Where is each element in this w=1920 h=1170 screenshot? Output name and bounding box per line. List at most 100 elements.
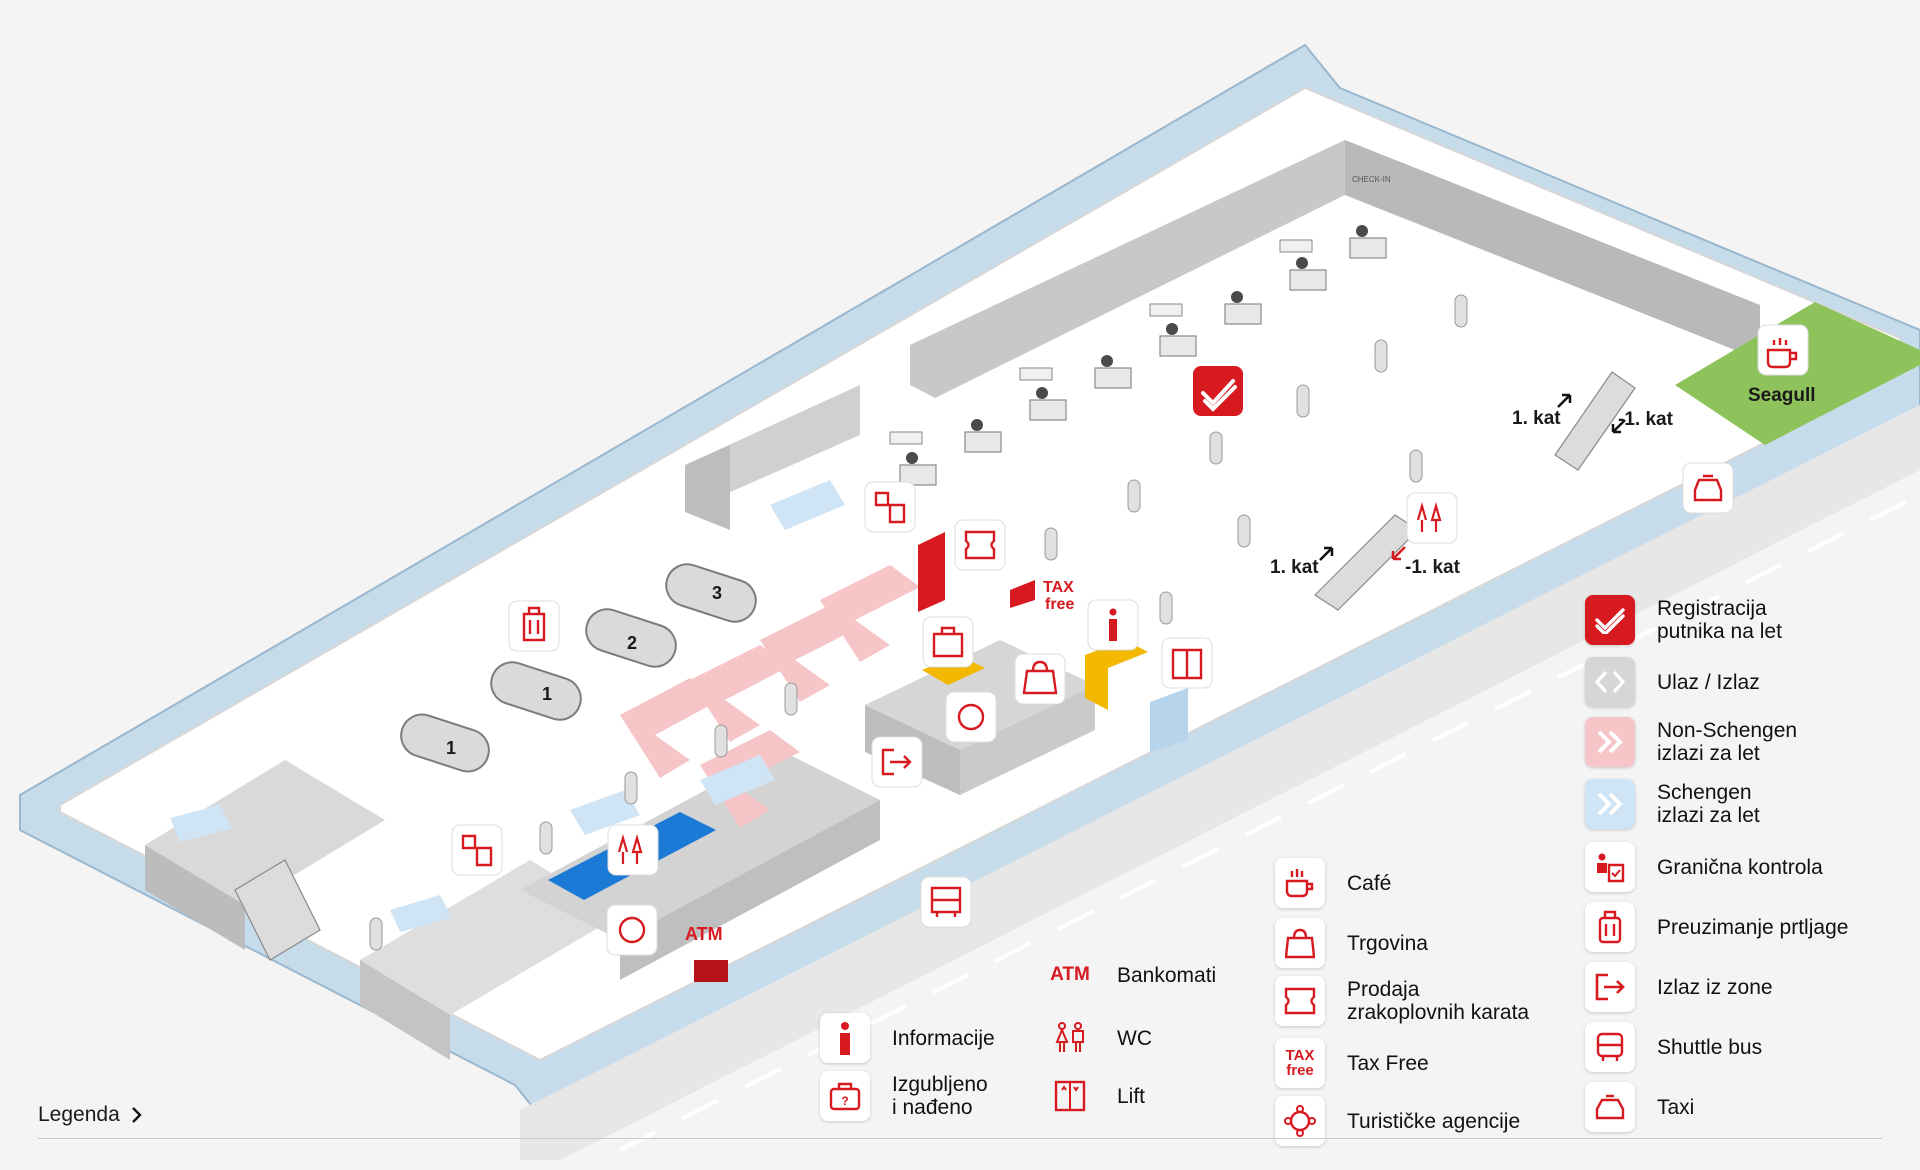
desk-6 xyxy=(1224,303,1262,325)
ns-chevron-3 xyxy=(760,605,860,702)
belt-2-shape xyxy=(585,608,677,668)
checkin-sign-1 xyxy=(889,431,923,445)
pillar-9 xyxy=(1159,591,1173,625)
poi-taxi-east[interactable] xyxy=(1682,462,1734,514)
shuttle-icon xyxy=(930,886,962,917)
arrow-up-a xyxy=(1557,393,1572,408)
poi-tourist-south[interactable] xyxy=(606,904,658,956)
taxfree-red xyxy=(1010,580,1035,608)
left-block-face xyxy=(685,445,730,530)
poi-lost-found[interactable] xyxy=(922,616,974,668)
legend-zone-exit: Izlaz iz zone xyxy=(1585,959,1773,1015)
ticket-icon xyxy=(964,530,996,560)
legend: Informacije ? Izgubljeno i nađeno ATM Ba… xyxy=(820,825,1900,1146)
pillar-5 xyxy=(1127,479,1141,513)
desk-7 xyxy=(1289,269,1327,291)
center-block-side xyxy=(960,685,1095,795)
poi-border-south[interactable] xyxy=(451,824,503,876)
escalator-east xyxy=(234,371,1636,961)
legend-schengen: Schengen izlazi za let xyxy=(1585,776,1760,832)
legend-baggage-claim: Preuzimanje prtljage xyxy=(1585,899,1848,955)
west-wing-face xyxy=(145,845,245,950)
legend-entry-exit-label: Ulaz / Izlaz xyxy=(1657,670,1760,694)
poi-taxfree[interactable]: TAX free xyxy=(1043,579,1074,613)
border-control-icon xyxy=(874,491,906,524)
legend-shuttle: Shuttle bus xyxy=(1585,1019,1762,1075)
poi-atm[interactable]: ATM xyxy=(685,924,728,982)
belt-2-label: 2 xyxy=(627,633,637,653)
poi-cafe[interactable] xyxy=(1757,324,1809,376)
baggage-claim-icon xyxy=(1585,902,1635,952)
ticket-icon xyxy=(1275,976,1325,1026)
footer-divider xyxy=(38,1138,1882,1139)
poi-wc-south[interactable] xyxy=(607,824,659,876)
s-chevron-5 xyxy=(770,480,845,530)
ns-chevron-2 xyxy=(690,645,790,742)
taxfree-icon-line1: TAX xyxy=(1285,1047,1315,1064)
s-chevron-2 xyxy=(390,895,452,932)
arrow-down-a xyxy=(1611,419,1626,434)
legend-taxfree-label: Tax Free xyxy=(1347,1051,1429,1075)
poi-tourist-center[interactable] xyxy=(945,691,997,743)
poi-lift[interactable] xyxy=(1161,637,1213,689)
poi-shuttle[interactable] xyxy=(920,876,972,928)
tourist-icon xyxy=(957,703,985,731)
agent-6 xyxy=(1231,291,1243,303)
info-icon-bar xyxy=(1109,619,1117,641)
legend-non-schengen-label: Non-Schengen izlazi za let xyxy=(1657,719,1798,765)
checkin-sign-text: CHECK-IN xyxy=(1352,175,1391,184)
mid-block-top xyxy=(520,750,880,940)
legend-zone-exit-label: Izlaz iz zone xyxy=(1657,975,1773,999)
border-control-icon xyxy=(1585,842,1635,892)
pillar-2 xyxy=(1374,339,1388,373)
poi-shuttle-tile xyxy=(920,876,972,928)
agent-4 xyxy=(1101,355,1113,367)
legend-info-label: Informacije xyxy=(892,1026,995,1050)
poi-shop[interactable] xyxy=(1014,653,1066,705)
poi-zone-exit[interactable] xyxy=(871,736,923,788)
s-chevron-4 xyxy=(700,755,775,805)
floor-up-label-east: 1. kat xyxy=(1512,408,1561,429)
poi-tickets[interactable] xyxy=(954,519,1006,571)
pillar-12 xyxy=(624,771,638,805)
ns-chevron-1 xyxy=(620,678,720,778)
pillar-1 xyxy=(1454,294,1468,328)
legend-border-control: Granična kontrola xyxy=(1585,839,1823,895)
schengen-icon xyxy=(1585,779,1635,829)
atm-icon-text: ATM xyxy=(1050,964,1090,985)
legend-atm-label: Bankomati xyxy=(1117,963,1217,987)
legend-wc-label: WC xyxy=(1117,1026,1152,1050)
west-wing-top xyxy=(145,760,385,905)
info-icon xyxy=(820,1013,870,1063)
poi-wc-east[interactable] xyxy=(1406,492,1458,544)
legend-toggle-label: Legenda xyxy=(38,1103,120,1126)
poi-border-north[interactable] xyxy=(864,481,916,533)
desk-2 xyxy=(964,431,1002,453)
legend-cafe: Café xyxy=(1275,855,1391,911)
pillar-6 xyxy=(1044,527,1058,561)
agent-2 xyxy=(971,419,983,431)
poi-info[interactable] xyxy=(1087,599,1139,651)
wc-icon xyxy=(1045,1013,1095,1063)
legend-toggle[interactable]: Legenda xyxy=(38,1103,142,1127)
atm-machines xyxy=(694,960,728,982)
shop-icon xyxy=(1022,660,1058,695)
pillar-7 xyxy=(1409,449,1423,483)
south-block-face xyxy=(360,960,450,1060)
legend-shop-label: Trgovina xyxy=(1347,931,1428,955)
poi-baggage[interactable] xyxy=(508,600,560,652)
lost-found-icon: ? xyxy=(820,1071,870,1121)
agent-1 xyxy=(906,452,918,464)
agent-8 xyxy=(1356,225,1368,237)
yellow-kiosk-b xyxy=(1085,640,1148,710)
check-icon xyxy=(1201,379,1237,412)
legend-tourist: Turističke agencije xyxy=(1275,1093,1520,1149)
chevron-right-icon xyxy=(131,1107,142,1123)
poi-tickets-tile xyxy=(954,519,1006,571)
ns-chevron-4 xyxy=(820,565,920,662)
poi-lost-found-tile xyxy=(922,616,974,668)
border-control-south-icon xyxy=(461,834,493,867)
poi-registration[interactable] xyxy=(1193,366,1243,416)
pillars xyxy=(369,294,1468,951)
